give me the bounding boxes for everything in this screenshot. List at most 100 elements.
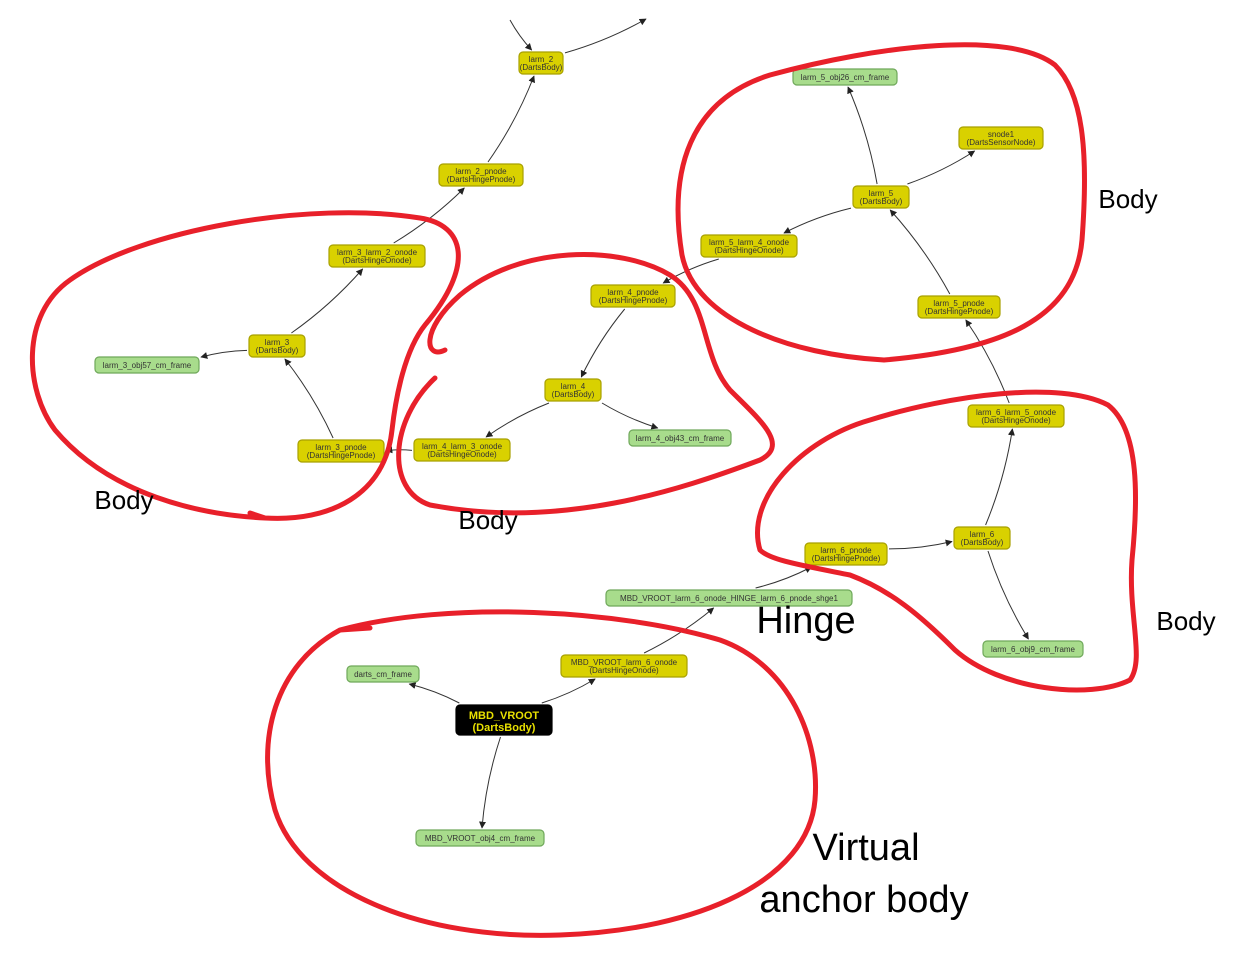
annotation-label-hinge: Hinge <box>756 600 855 642</box>
edge-larm_5-to-larm_5_obj26_cm_frame <box>847 86 878 185</box>
node-type: (DartsBody) <box>552 390 595 399</box>
edge-vroot-to-vroot_onode <box>541 678 596 704</box>
annotation-circles-layer <box>30 42 1139 938</box>
node-name: larm_6_obj9_cm_frame <box>991 645 1076 654</box>
node-type: (DartsHingeOnode) <box>714 246 784 255</box>
node-larm_3_obj57_cm_frame[interactable]: larm_3_obj57_cm_frame <box>94 356 200 374</box>
node-name: larm_5_obj26_cm_frame <box>801 73 890 82</box>
node-larm_5_obj26_cm_frame[interactable]: larm_5_obj26_cm_frame <box>792 68 898 86</box>
node-box <box>628 429 732 447</box>
node-box <box>413 438 511 462</box>
edge-larm_3-to-larm_3_obj57_cm_frame <box>200 349 248 359</box>
node-type: (DartsHingeOnode) <box>342 256 412 265</box>
node-box <box>248 334 306 358</box>
node-larm_6[interactable]: larm_6(DartsBody) <box>953 526 1011 550</box>
node-type: (DartsHingePnode) <box>925 307 994 316</box>
annotation-circle-body_larm5 <box>675 42 1088 363</box>
edge-larm_2_pnode-to-larm_2 <box>487 75 535 163</box>
edge-larm_3_larm_2_onode-to-larm_2_pnode <box>393 187 465 244</box>
annotation-circle-virtual <box>265 609 819 938</box>
edge-larm_6_pnode-to-larm_6 <box>888 539 953 550</box>
node-vroot_onode[interactable]: MBD_VROOT_larm_6_onode(DartsHingeOnode) <box>560 654 688 678</box>
node-larm_2[interactable]: larm_2(DartsBody) <box>518 51 564 75</box>
node-vroot[interactable]: MBD_VROOT(DartsBody) <box>455 704 553 736</box>
edge-larm_5-to-larm_5_larm_4_onode <box>783 207 852 234</box>
edge-vroot_onode-to-hinge <box>643 607 715 654</box>
node-name: larm_6_larm_5_onode <box>976 408 1057 417</box>
node-larm_3_larm_2_onode[interactable]: larm_3_larm_2_onode(DartsHingeOnode) <box>328 244 426 268</box>
node-name: larm_4_larm_3_onode <box>422 442 503 451</box>
node-larm_6_pnode[interactable]: larm_6_pnode(DartsHingePnode) <box>804 542 888 566</box>
node-box <box>605 589 853 607</box>
edges-layer <box>200 18 1029 829</box>
edge-larm_3-to-larm_3_larm_2_onode <box>291 268 364 334</box>
edge-larm_5_pnode-to-larm_5 <box>889 209 951 295</box>
edge-larm_4_pnode-to-larm_4 <box>580 308 626 378</box>
node-larm_2_pnode[interactable]: larm_2_pnode(DartsHingePnode) <box>438 163 524 187</box>
node-larm_5_larm_4_onode[interactable]: larm_5_larm_4_onode(DartsHingeOnode) <box>700 234 798 258</box>
node-box <box>415 829 545 847</box>
node-box <box>544 378 602 402</box>
node-box <box>346 665 420 683</box>
edge-hinge-to-larm_6_pnode <box>755 566 813 589</box>
node-type: (DartsBody) <box>473 722 536 734</box>
node-larm_4_pnode[interactable]: larm_4_pnode(DartsHingePnode) <box>590 284 676 308</box>
node-box <box>560 654 688 678</box>
node-type: (DartsBody) <box>520 63 563 72</box>
node-larm_5[interactable]: larm_5(DartsBody) <box>852 185 910 209</box>
edge-vroot-to-vroot_obj4_cm_frame <box>479 736 501 829</box>
node-name: larm_2 <box>529 55 554 64</box>
node-larm_4[interactable]: larm_4(DartsBody) <box>544 378 602 402</box>
annotation-circle-body_larm4 <box>396 252 775 516</box>
edge-larm_6_larm_5_onode-to-larm_5_pnode <box>965 319 1010 404</box>
node-vroot_obj4_cm_frame[interactable]: MBD_VROOT_obj4_cm_frame <box>415 829 545 847</box>
node-name: larm_4_pnode <box>607 288 659 297</box>
node-box <box>700 234 798 258</box>
node-name: MBD_VROOT_larm_6_onode <box>571 658 678 667</box>
annotation-label-virtual: anchor body <box>759 879 968 921</box>
node-larm_3_pnode[interactable]: larm_3_pnode(DartsHingePnode) <box>297 439 385 463</box>
node-type: (DartsHingePnode) <box>307 451 376 460</box>
node-hinge[interactable]: MBD_VROOT_larm_6_onode_HINGE_larm_6_pnod… <box>605 589 853 607</box>
node-name: snode1 <box>988 130 1015 139</box>
node-snode1[interactable]: snode1(DartsSensorNode) <box>958 126 1044 150</box>
node-box <box>958 126 1044 150</box>
edge-larm_5_larm_4_onode-to-larm_4_pnode <box>662 258 719 284</box>
node-type: (DartsHingePnode) <box>812 554 881 563</box>
node-name: larm_3_larm_2_onode <box>337 248 418 257</box>
node-larm_6_obj9_cm_frame[interactable]: larm_6_obj9_cm_frame <box>982 640 1084 658</box>
node-larm_6_larm_5_onode[interactable]: larm_6_larm_5_onode(DartsHingeOnode) <box>967 404 1065 428</box>
node-box <box>982 640 1084 658</box>
node-box <box>804 542 888 566</box>
node-name: larm_5_larm_4_onode <box>709 238 790 247</box>
node-name: larm_4 <box>561 382 586 391</box>
node-box <box>917 295 1001 319</box>
node-box <box>953 526 1011 550</box>
node-type: (DartsHingePnode) <box>599 296 668 305</box>
node-larm_4_obj43_cm_frame[interactable]: larm_4_obj43_cm_frame <box>628 429 732 447</box>
annotation-label-body_larm3: Body <box>94 485 153 515</box>
node-darts_cm_frame[interactable]: darts_cm_frame <box>346 665 420 683</box>
node-type: (DartsSensorNode) <box>967 138 1036 147</box>
node-box <box>297 439 385 463</box>
node-box <box>590 284 676 308</box>
node-name: larm_2_pnode <box>455 167 507 176</box>
node-type: (DartsBody) <box>860 197 903 206</box>
node-larm_4_larm_3_onode[interactable]: larm_4_larm_3_onode(DartsHingeOnode) <box>413 438 511 462</box>
node-box <box>792 68 898 86</box>
node-type: (DartsBody) <box>961 538 1004 547</box>
node-box <box>967 404 1065 428</box>
node-box <box>438 163 524 187</box>
node-name: larm_6_pnode <box>820 546 872 555</box>
annotation-label-body_larm5: Body <box>1098 184 1157 214</box>
node-type: (DartsHingePnode) <box>447 175 516 184</box>
node-name: MBD_VROOT_obj4_cm_frame <box>425 834 536 843</box>
node-name: larm_3_pnode <box>315 443 367 452</box>
node-type: (DartsHingeOnode) <box>427 450 497 459</box>
node-type: (DartsHingeOnode) <box>589 666 659 675</box>
node-larm_3[interactable]: larm_3(DartsBody) <box>248 334 306 358</box>
node-larm_5_pnode[interactable]: larm_5_pnode(DartsHingePnode) <box>917 295 1001 319</box>
edge-larm_3_pnode-to-larm_3 <box>284 358 334 439</box>
